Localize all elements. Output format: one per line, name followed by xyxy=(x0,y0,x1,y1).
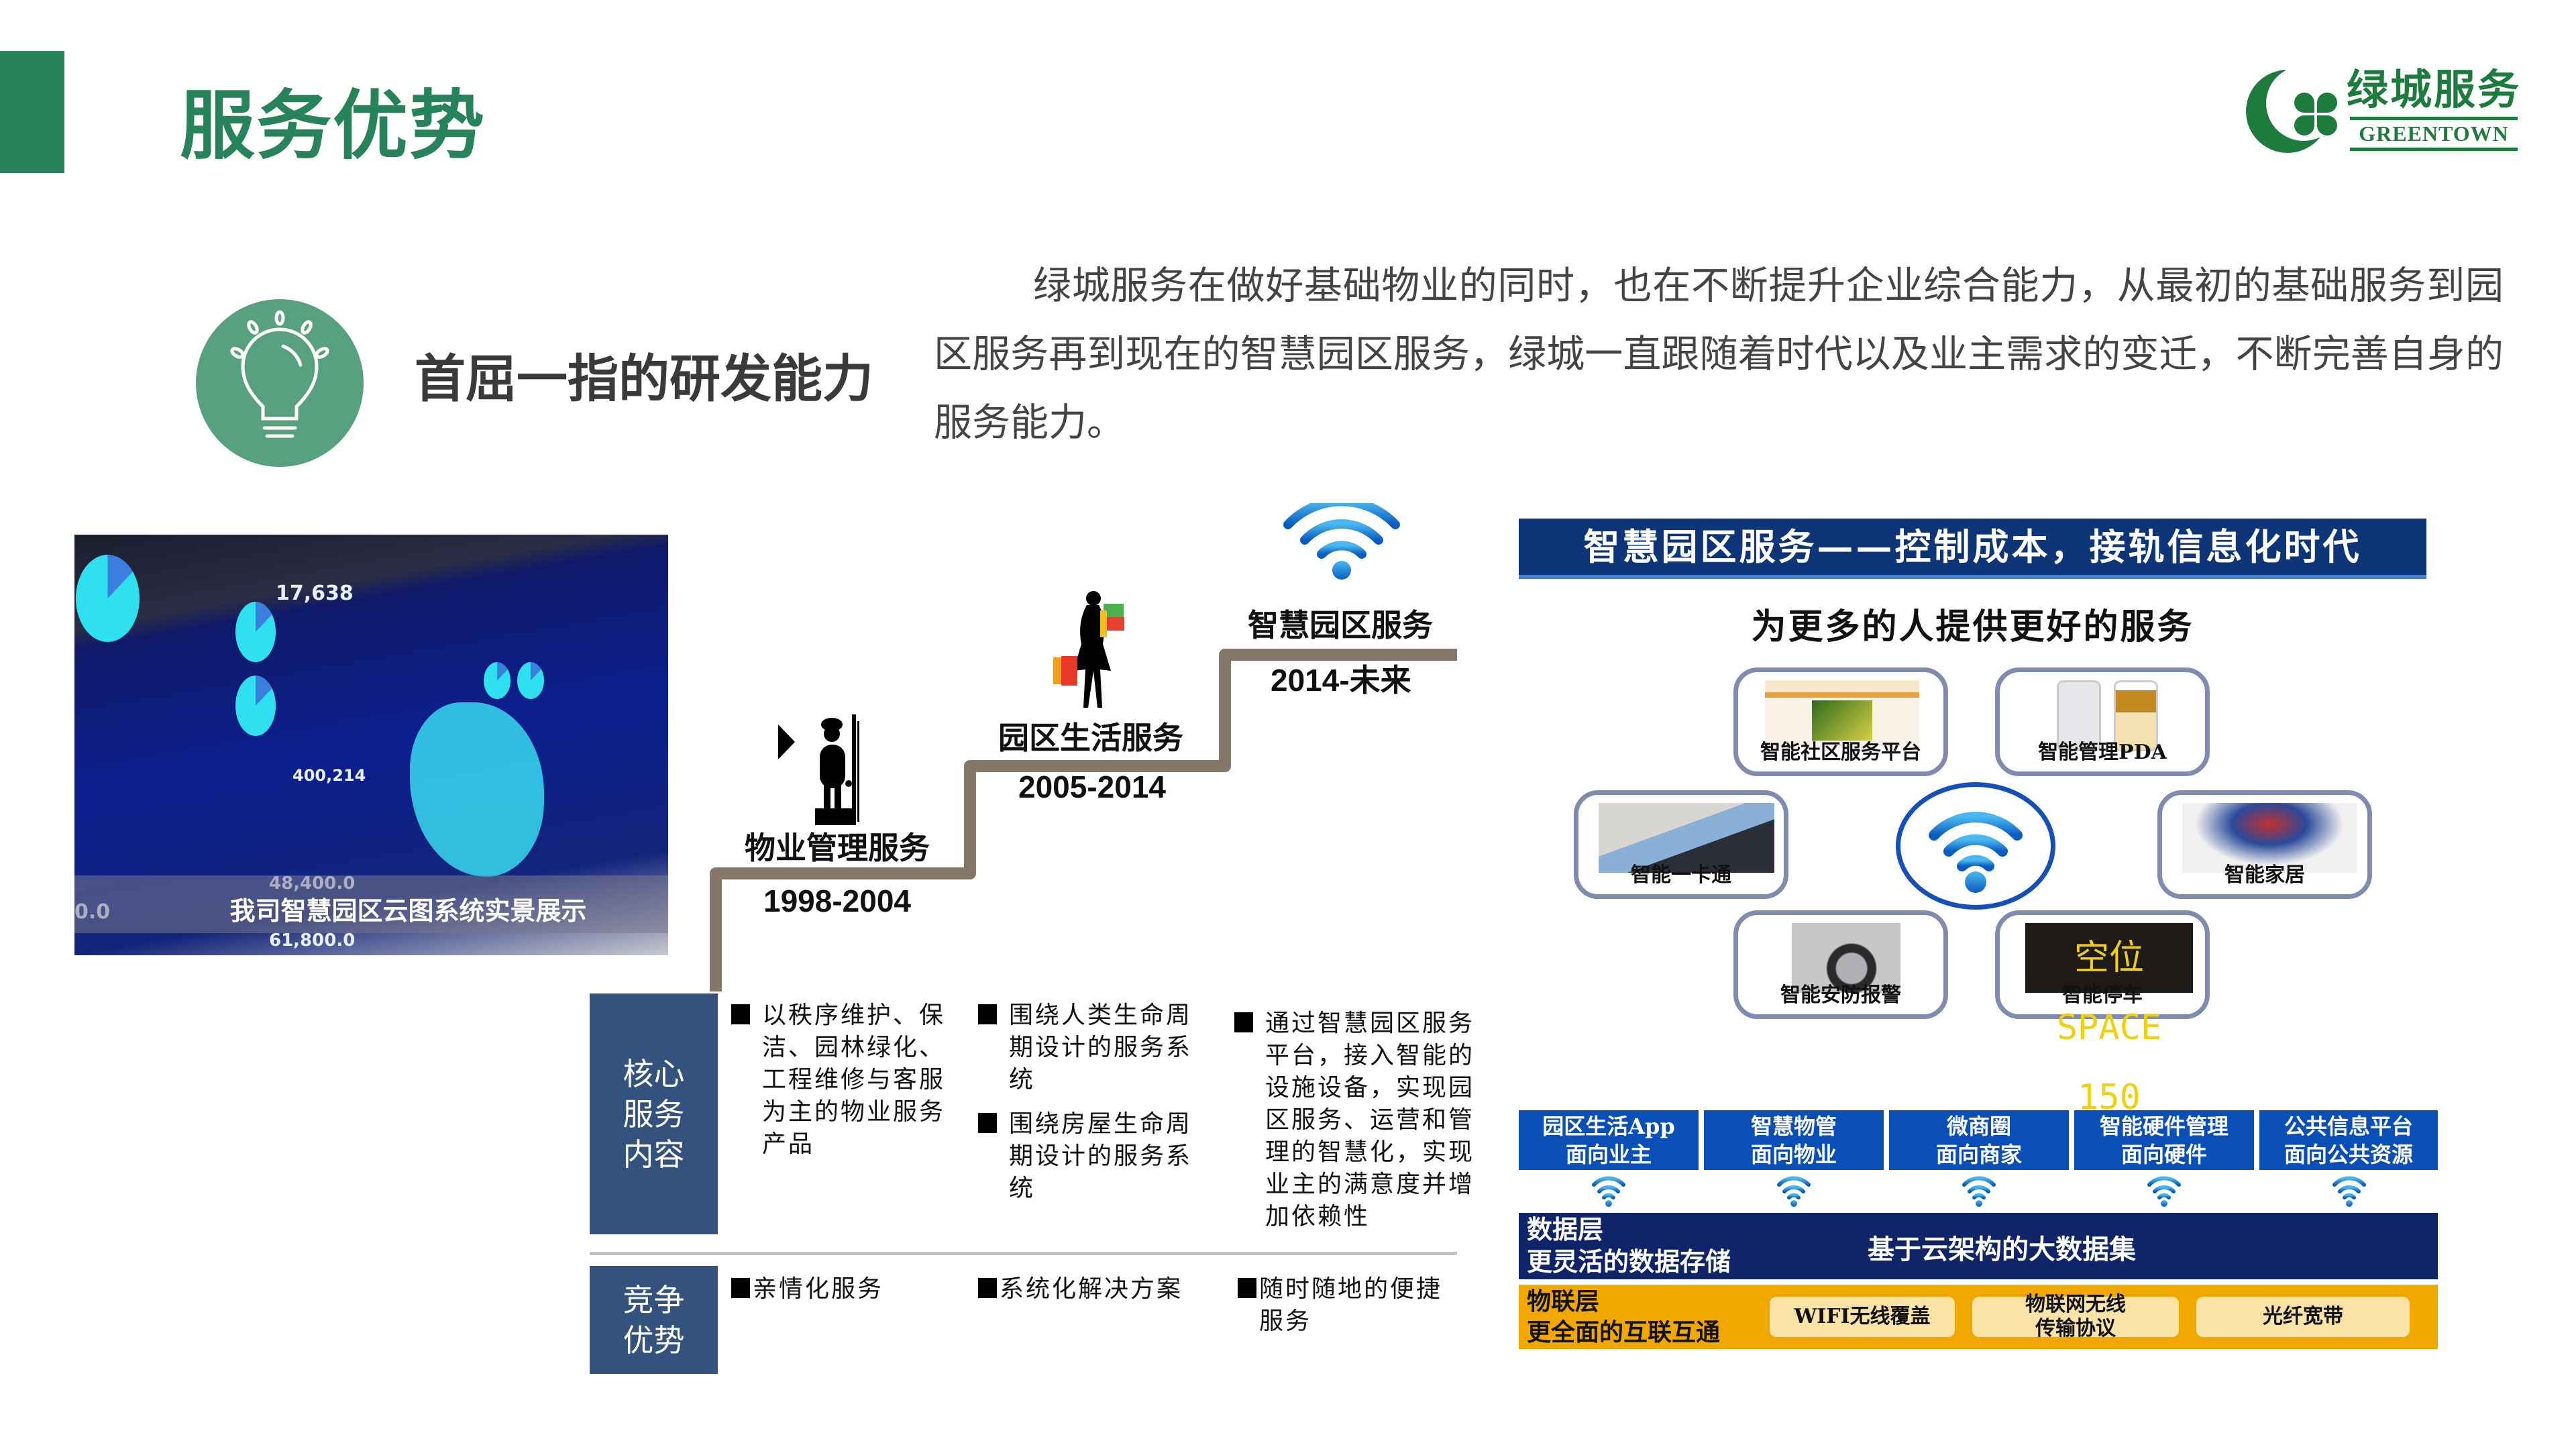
service-management-pda: 智能管理PDA xyxy=(1995,667,2210,776)
cloud-dashboard-photo: 17,638 400,214 48,400.0 61,800.0 0.0 我司智… xyxy=(74,535,668,955)
iot-wireless-protocol: 物联网无线 传输协议 xyxy=(1972,1293,2179,1340)
square-bullet-icon xyxy=(978,1113,997,1133)
diagram-subtitle: 为更多的人提供更好的服务 xyxy=(1751,606,2194,647)
advantage-cell-2: 系统化解决方案 xyxy=(978,1273,1220,1305)
row-header-core-service: 核心 服务 内容 xyxy=(590,994,718,1234)
core-cell-2a: 围绕人类生命周期设计的服务系统 xyxy=(978,1000,1220,1096)
alarm-sensor-photo xyxy=(1792,923,1900,993)
data-layer-band: 数据层 更灵活的数据存储 基于云架构的大数据集 xyxy=(1519,1213,2438,1279)
photo-caption: 我司智慧园区云图系统实景展示 xyxy=(229,896,587,926)
iot-layer-band: 物联层 更全面的互联互通 WIFI无线覆盖 物联网无线 传输协议 光纤宽带 xyxy=(1519,1285,2438,1349)
square-bullet-icon xyxy=(731,1278,750,1298)
website-screenshot-icon xyxy=(1765,680,1919,747)
intro-paragraph: 绿城服务在做好基础物业的同时，也在不断提升企业综合能力，从最初的基础服务到园区服… xyxy=(934,264,2504,445)
stage-1-label: 物业管理服务 xyxy=(745,830,930,866)
wifi-icon xyxy=(1777,1176,1811,1207)
platform-public-info: 公共信息平台面向公共资源 xyxy=(2259,1110,2438,1170)
core-cell-2b: 围绕房屋生命周期设计的服务系统 xyxy=(978,1108,1220,1205)
stage-3-years: 2014-未来 xyxy=(1271,663,1411,698)
greentown-logo: 绿城服务 GREENTOWN xyxy=(2246,64,2528,158)
square-bullet-icon xyxy=(731,1004,750,1024)
service-smart-home: 智能家居 xyxy=(2157,790,2372,899)
table-divider xyxy=(590,1252,1457,1255)
square-bullet-icon xyxy=(978,1278,997,1298)
square-bullet-icon xyxy=(978,1004,997,1024)
diagram-title-bar: 智慧园区服务——控制成本，接轨信息化时代 xyxy=(1519,519,2426,579)
service-smart-card: 智能一卡通 xyxy=(1574,790,1788,899)
core-cell-1: 以秩序维护、保洁、园林绿化、工程维修与客服为主的物业服务产品 xyxy=(731,1000,973,1161)
stage-3-label: 智慧园区服务 xyxy=(1248,607,1433,643)
section-subtitle: 首屈一指的研发能力 xyxy=(415,349,873,409)
advantage-cell-1: 亲情化服务 xyxy=(731,1273,973,1305)
lightbulb-icon xyxy=(196,299,364,467)
wifi-icon xyxy=(1962,1176,1996,1207)
stage-2-label: 园区生活服务 xyxy=(998,720,1183,756)
iot-wifi-coverage: WIFI无线覆盖 xyxy=(1770,1297,1955,1337)
advantage-cell-3: 随时随地的便捷服务 xyxy=(1238,1273,1466,1338)
china-map-graphic xyxy=(410,702,544,877)
wifi-icon xyxy=(2147,1176,2181,1207)
shopper-icon xyxy=(1053,591,1124,708)
stage-2-years: 2005-2014 xyxy=(1018,769,1166,804)
square-bullet-icon xyxy=(1234,1012,1253,1032)
platform-hardware-management: 智能硬件管理面向硬件 xyxy=(2074,1110,2254,1170)
wifi-icon xyxy=(1592,1176,1625,1207)
page-title: 服务优势 xyxy=(180,83,486,170)
smartphone-icon xyxy=(2027,680,2181,751)
service-community-platform: 智能社区服务平台 xyxy=(1733,667,1948,776)
logo-text-cn: 绿城服务 xyxy=(2347,65,2522,114)
service-security-alarm: 智能安防报警 xyxy=(1733,910,1948,1019)
clover-logo-icon xyxy=(2293,91,2340,138)
doorman-icon xyxy=(778,714,859,825)
title-accent-bar xyxy=(0,51,64,173)
wifi-icon xyxy=(2332,1176,2366,1207)
platform-smart-property: 智慧物管面向物业 xyxy=(1704,1110,1884,1170)
wifi-icon xyxy=(1283,503,1400,580)
card-reader-photo xyxy=(1599,803,1774,873)
square-bullet-icon xyxy=(1238,1278,1256,1298)
stage-1-years: 1998-2004 xyxy=(763,883,911,918)
row-header-competitive-advantage: 竞争 优势 xyxy=(590,1266,718,1374)
platform-micro-business: 微商圈面向商家 xyxy=(1889,1110,2069,1170)
wifi-hub-icon xyxy=(1896,782,2055,910)
logo-text-en: GREENTOWN xyxy=(2359,121,2509,146)
smart-home-devices-photo xyxy=(2182,803,2357,873)
iot-fiber-broadband: 光纤宽带 xyxy=(2196,1297,2410,1337)
core-cell-3: 通过智慧园区服务平台，接入智能的设施设备，实现园区服务、运营和管理的智慧化，实现… xyxy=(1234,1008,1503,1233)
service-smart-parking: 空位 SPACE 150 智能停车 xyxy=(1995,910,2210,1118)
